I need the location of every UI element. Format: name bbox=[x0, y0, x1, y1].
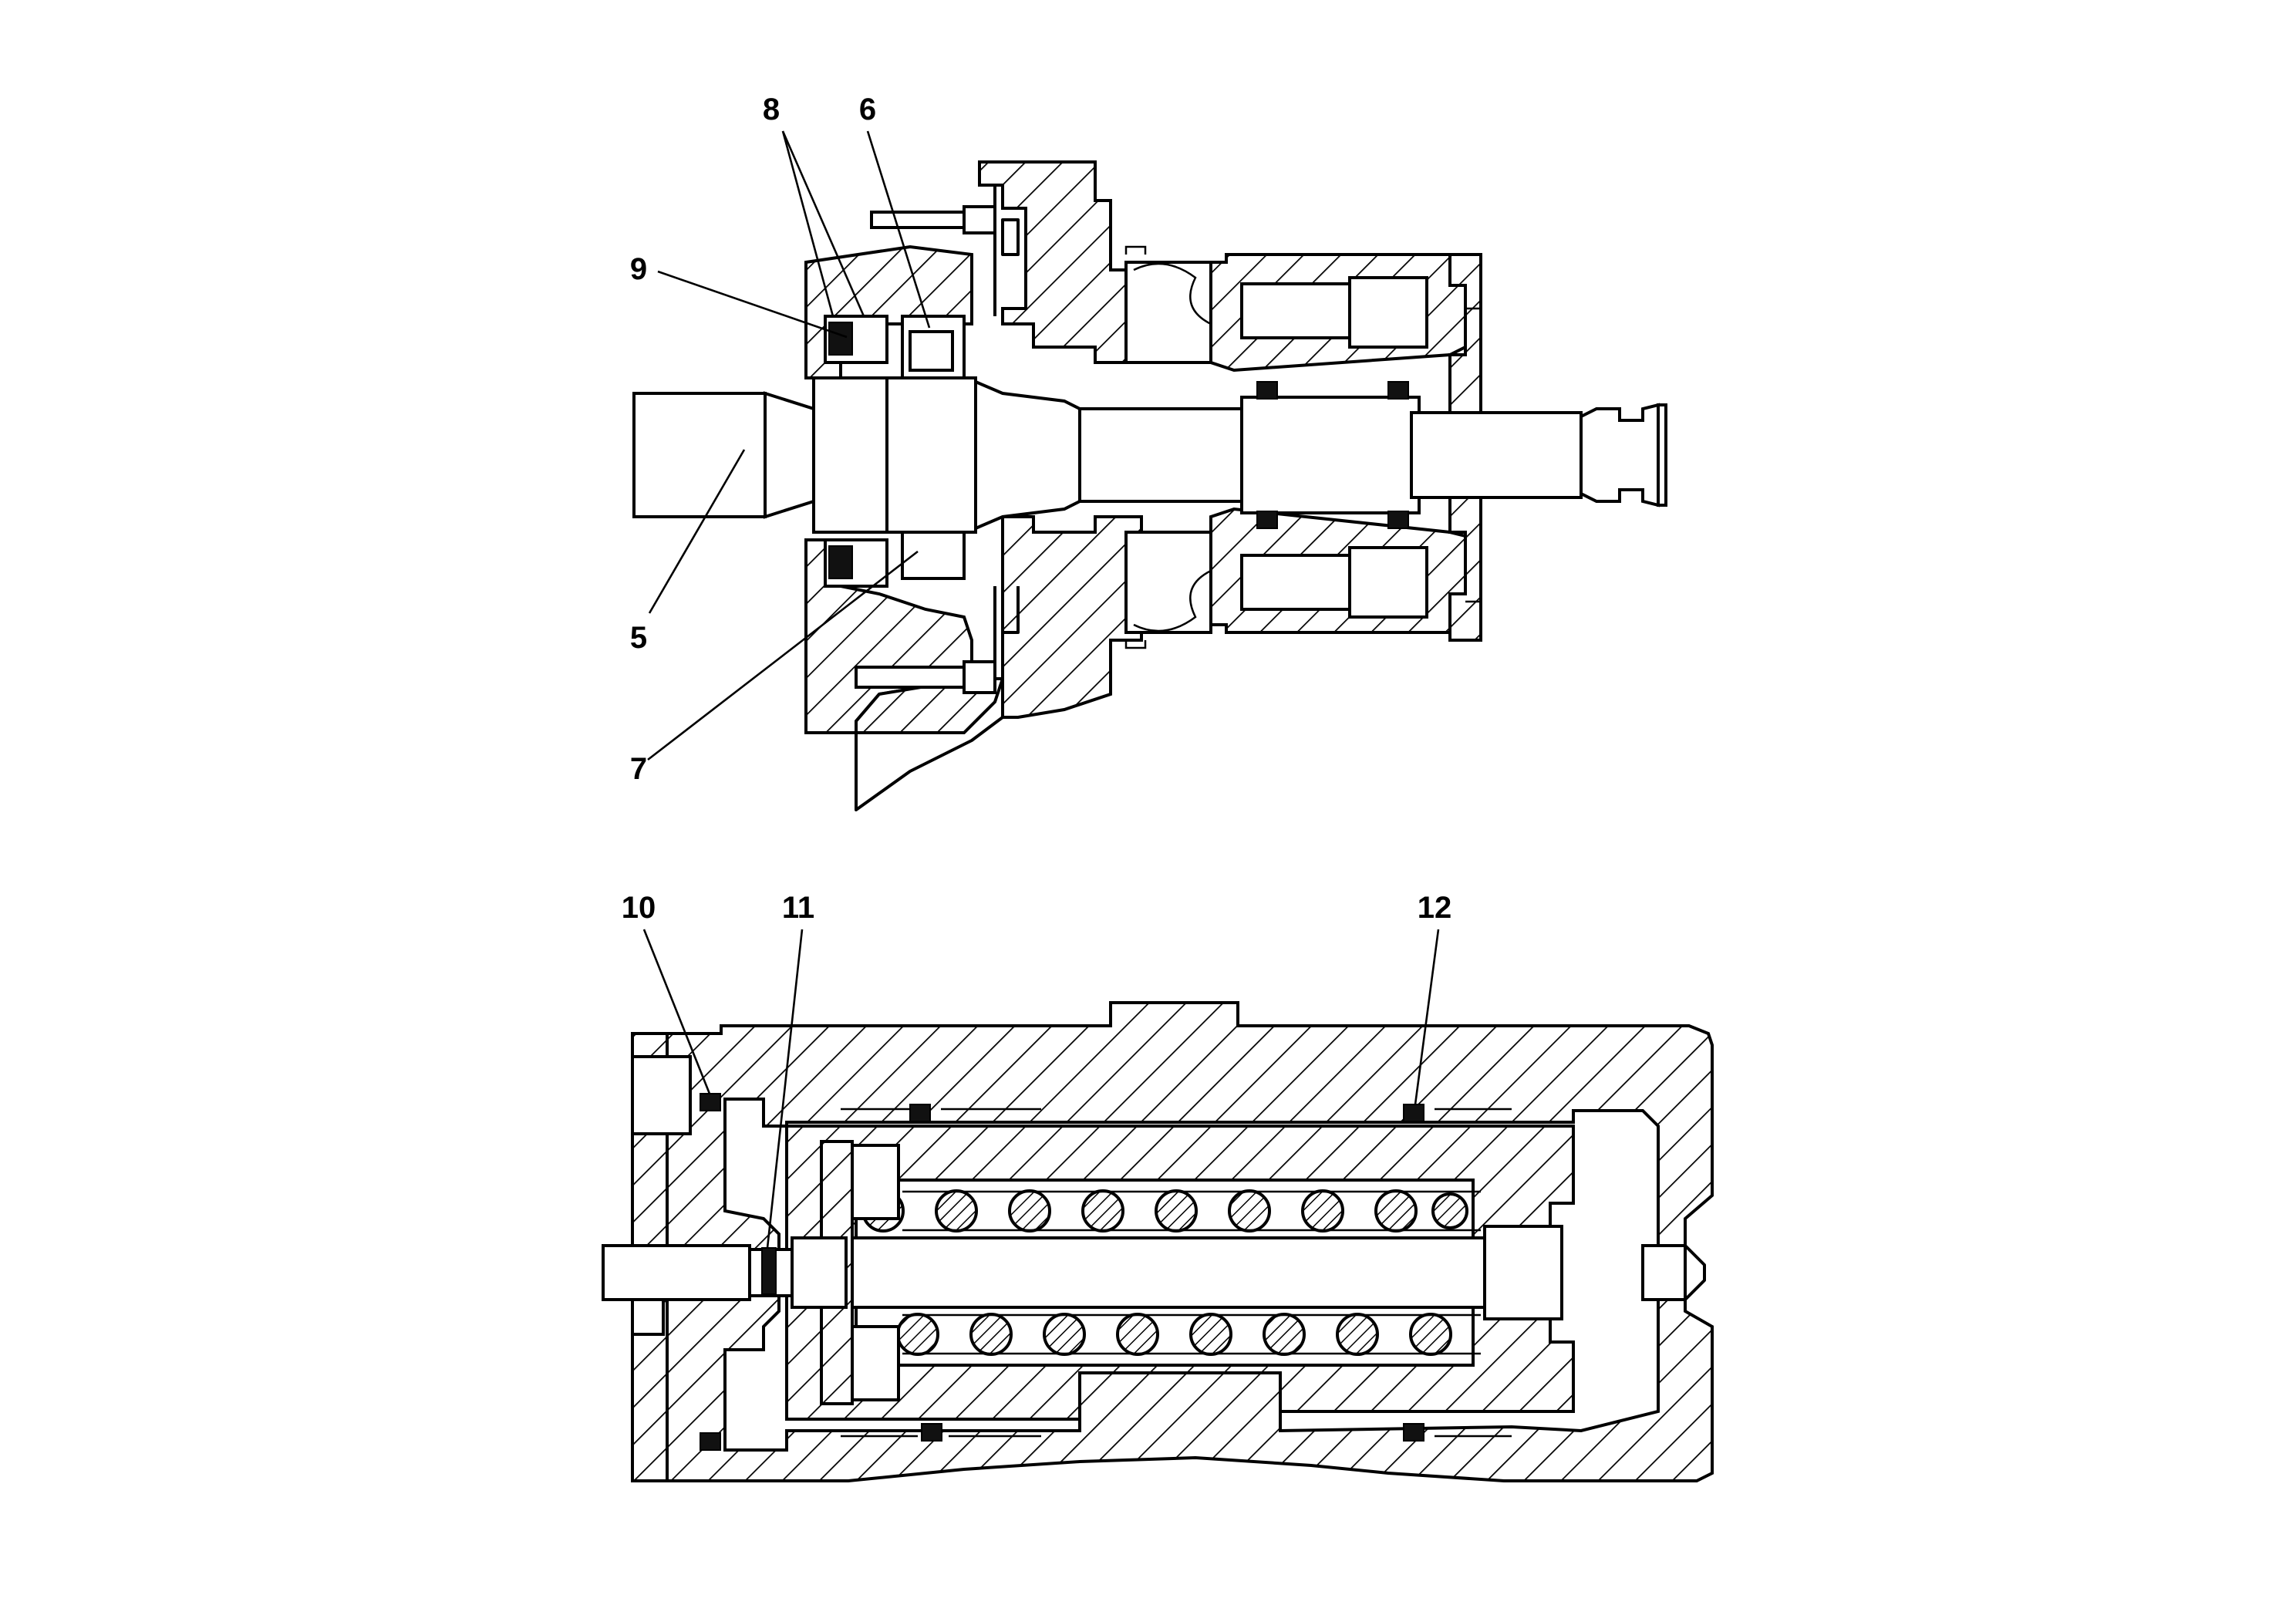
seal-bottom-right bbox=[1403, 1423, 1424, 1442]
stem-end-block bbox=[1483, 1225, 1563, 1320]
swashplate-body-lower bbox=[1124, 531, 1212, 634]
seal-10 bbox=[700, 1093, 721, 1111]
callout-7: 7 bbox=[630, 752, 647, 786]
shaft-seal-upper-2 bbox=[1387, 381, 1409, 400]
leader-12 bbox=[1414, 929, 1440, 1105]
seal-left-lower bbox=[700, 1432, 721, 1451]
spring-seat-cup-lower bbox=[851, 1325, 900, 1401]
shaft-seal-upper-1 bbox=[1256, 381, 1278, 400]
spring-coils-lower bbox=[896, 1313, 1452, 1356]
flange-skirt-tail bbox=[855, 716, 1004, 811]
leader-11 bbox=[766, 929, 804, 1249]
leader-8b bbox=[781, 130, 865, 317]
housing-channel-upper bbox=[993, 185, 1020, 316]
left-cap-upper bbox=[631, 1055, 692, 1135]
housing-channel-lower bbox=[993, 586, 1020, 694]
cylinder-detail-lower bbox=[1124, 600, 1481, 649]
flange-bolt-lower bbox=[855, 666, 981, 689]
callout-11: 11 bbox=[782, 891, 814, 925]
callout-12: 12 bbox=[1418, 891, 1452, 925]
shaft-neck bbox=[974, 379, 1081, 531]
callout-9: 9 bbox=[630, 252, 647, 286]
leader-9 bbox=[657, 270, 848, 339]
shaft-coupling-5 bbox=[632, 392, 767, 518]
shaft-collar bbox=[885, 376, 977, 534]
shaft-taper-left bbox=[764, 391, 815, 519]
adjust-nut-2 bbox=[791, 1236, 848, 1309]
seal-8-upper bbox=[828, 322, 853, 356]
main-housing-upper bbox=[978, 160, 1143, 364]
piston-bore-lower bbox=[1240, 554, 1351, 611]
cylinder-detail-upper bbox=[1124, 245, 1481, 310]
shaft-end-cap bbox=[1657, 403, 1667, 507]
piston-bore-upper bbox=[1240, 282, 1351, 339]
leader-7 bbox=[647, 550, 919, 761]
piston-bore-lower-end bbox=[1348, 546, 1428, 619]
callout-6: 6 bbox=[859, 93, 876, 126]
valve-cross-section bbox=[602, 1001, 1714, 1482]
seal-12 bbox=[1403, 1104, 1424, 1122]
shaft-seal-lower-1 bbox=[1256, 511, 1278, 529]
main-housing-lower bbox=[1001, 515, 1143, 719]
callout-labels: 8 6 9 5 7 10 11 12 bbox=[622, 93, 1452, 925]
leader-5 bbox=[648, 449, 746, 614]
spring-seat-cup-upper bbox=[851, 1144, 900, 1220]
pump-shaft-cross-section bbox=[632, 160, 1667, 811]
spring-outline bbox=[902, 1190, 1481, 1355]
swashplate-body bbox=[1124, 261, 1212, 364]
leader-10 bbox=[642, 929, 711, 1094]
callout-10: 10 bbox=[622, 891, 656, 925]
adjust-screw bbox=[602, 1244, 751, 1301]
swashplate-detail bbox=[1133, 262, 1212, 632]
flange-bolt-head-lower bbox=[963, 660, 996, 694]
bearing-6-upper-inner bbox=[909, 330, 954, 372]
leader-lines bbox=[642, 130, 1440, 1249]
leader-8a bbox=[781, 130, 834, 317]
flange-bolt-upper bbox=[870, 211, 966, 229]
shaft-seal-lower-2 bbox=[1387, 511, 1409, 529]
shaft-rear-end bbox=[1580, 403, 1660, 508]
leader-6 bbox=[866, 130, 931, 329]
piston-bore-upper-end bbox=[1348, 276, 1428, 349]
callout-5: 5 bbox=[630, 621, 647, 655]
right-plug-detail bbox=[1684, 1244, 1706, 1301]
seal-11 bbox=[761, 1247, 777, 1295]
right-plug bbox=[1641, 1244, 1687, 1301]
seal-8-lower bbox=[828, 545, 853, 579]
callout-8: 8 bbox=[763, 93, 780, 126]
valve-stem bbox=[843, 1236, 1498, 1309]
shaft-rear-journal bbox=[1410, 411, 1583, 499]
shaft-piston-sleeve bbox=[1240, 396, 1421, 514]
seal-bottom-left bbox=[921, 1423, 942, 1442]
shaft-bearing-journal bbox=[812, 376, 888, 534]
flange-bolt-head-upper bbox=[963, 205, 996, 234]
seal-top-left bbox=[909, 1104, 931, 1122]
